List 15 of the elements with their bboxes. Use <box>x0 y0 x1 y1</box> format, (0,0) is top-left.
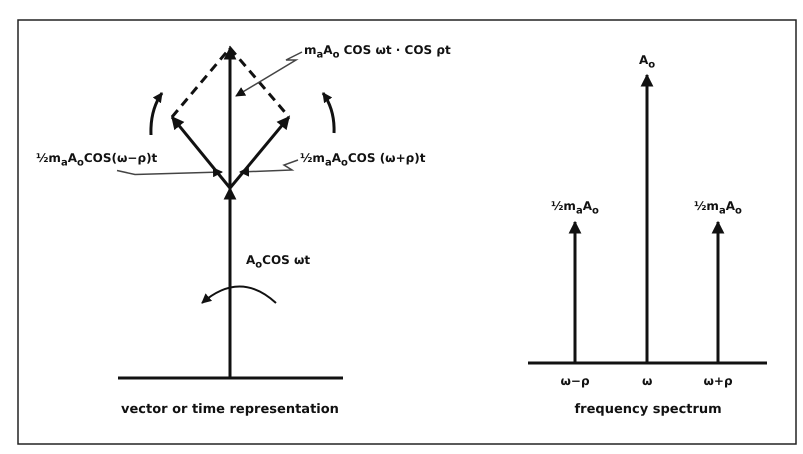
frequency-label: ω−ρ <box>560 374 590 388</box>
formula-label: m$_{a}$A$_{o}$ COS ωt · COS ρt <box>304 42 451 62</box>
formula-label: ½m$_{a}$A$_{o}$COS (ω+ρ)t <box>300 150 426 170</box>
caption: vector or time representation <box>121 403 339 417</box>
leader-line <box>116 167 223 178</box>
frequency-label: ω <box>642 374 652 388</box>
leader-line <box>235 51 302 97</box>
formula-label: ½m$_{a}$A$_{o}$COS(ω−ρ)t <box>36 150 158 170</box>
rotation-label: A$_{o}$COS ωt <box>246 252 310 272</box>
leader-line <box>239 159 298 177</box>
amplitude-label: ½m$_{a}$A$_{o}$ <box>694 198 742 218</box>
frequency-label: ω+ρ <box>704 374 733 388</box>
amplitude-label: ½m$_{a}$A$_{o}$ <box>551 198 599 218</box>
caption: frequency spectrum <box>574 403 722 417</box>
amplitude-label: A$_{o}$ <box>639 52 656 72</box>
